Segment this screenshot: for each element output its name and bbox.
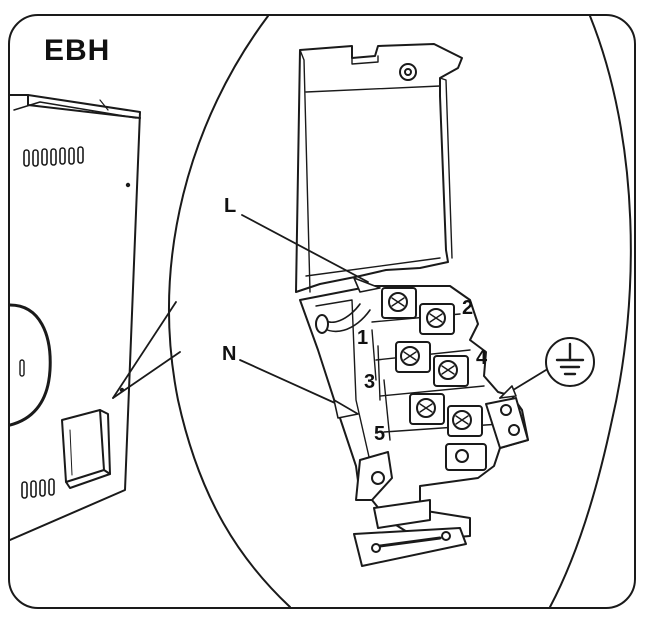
live-label: L [224,195,236,217]
diagram-title: EBH [44,34,111,67]
vent-slots-top [23,146,84,167]
terminal-screw-5 [409,393,445,425]
terminal-screw-1 [381,287,417,319]
terminal-box-lid [295,43,463,293]
heater-body [10,94,141,541]
terminal-screw-3 [395,341,431,373]
vent-slots-bottom [21,478,55,499]
neutral-callout-arrow [239,359,359,419]
live-callout-arrow [241,214,381,293]
neutral-label: N [222,343,236,365]
terminal-number-3: 3 [364,371,375,393]
terminal-block [299,285,529,567]
terminal-number-5: 5 [374,423,385,445]
terminal-housing-small [61,409,111,489]
terminal-number-4: 4 [476,347,488,369]
zoom-bubble [168,16,291,607]
cable-clamp [355,451,431,529]
terminal-number-2: 2 [462,297,473,319]
terminal-screw-4 [433,355,469,387]
retaining-bracket [353,527,467,567]
earth-ground-icon [499,337,595,399]
earth-lug [485,397,529,449]
terminal-number-1: 1 [357,327,368,349]
terminal-screw-6 [447,405,483,437]
terminal-screw-2 [419,303,455,335]
